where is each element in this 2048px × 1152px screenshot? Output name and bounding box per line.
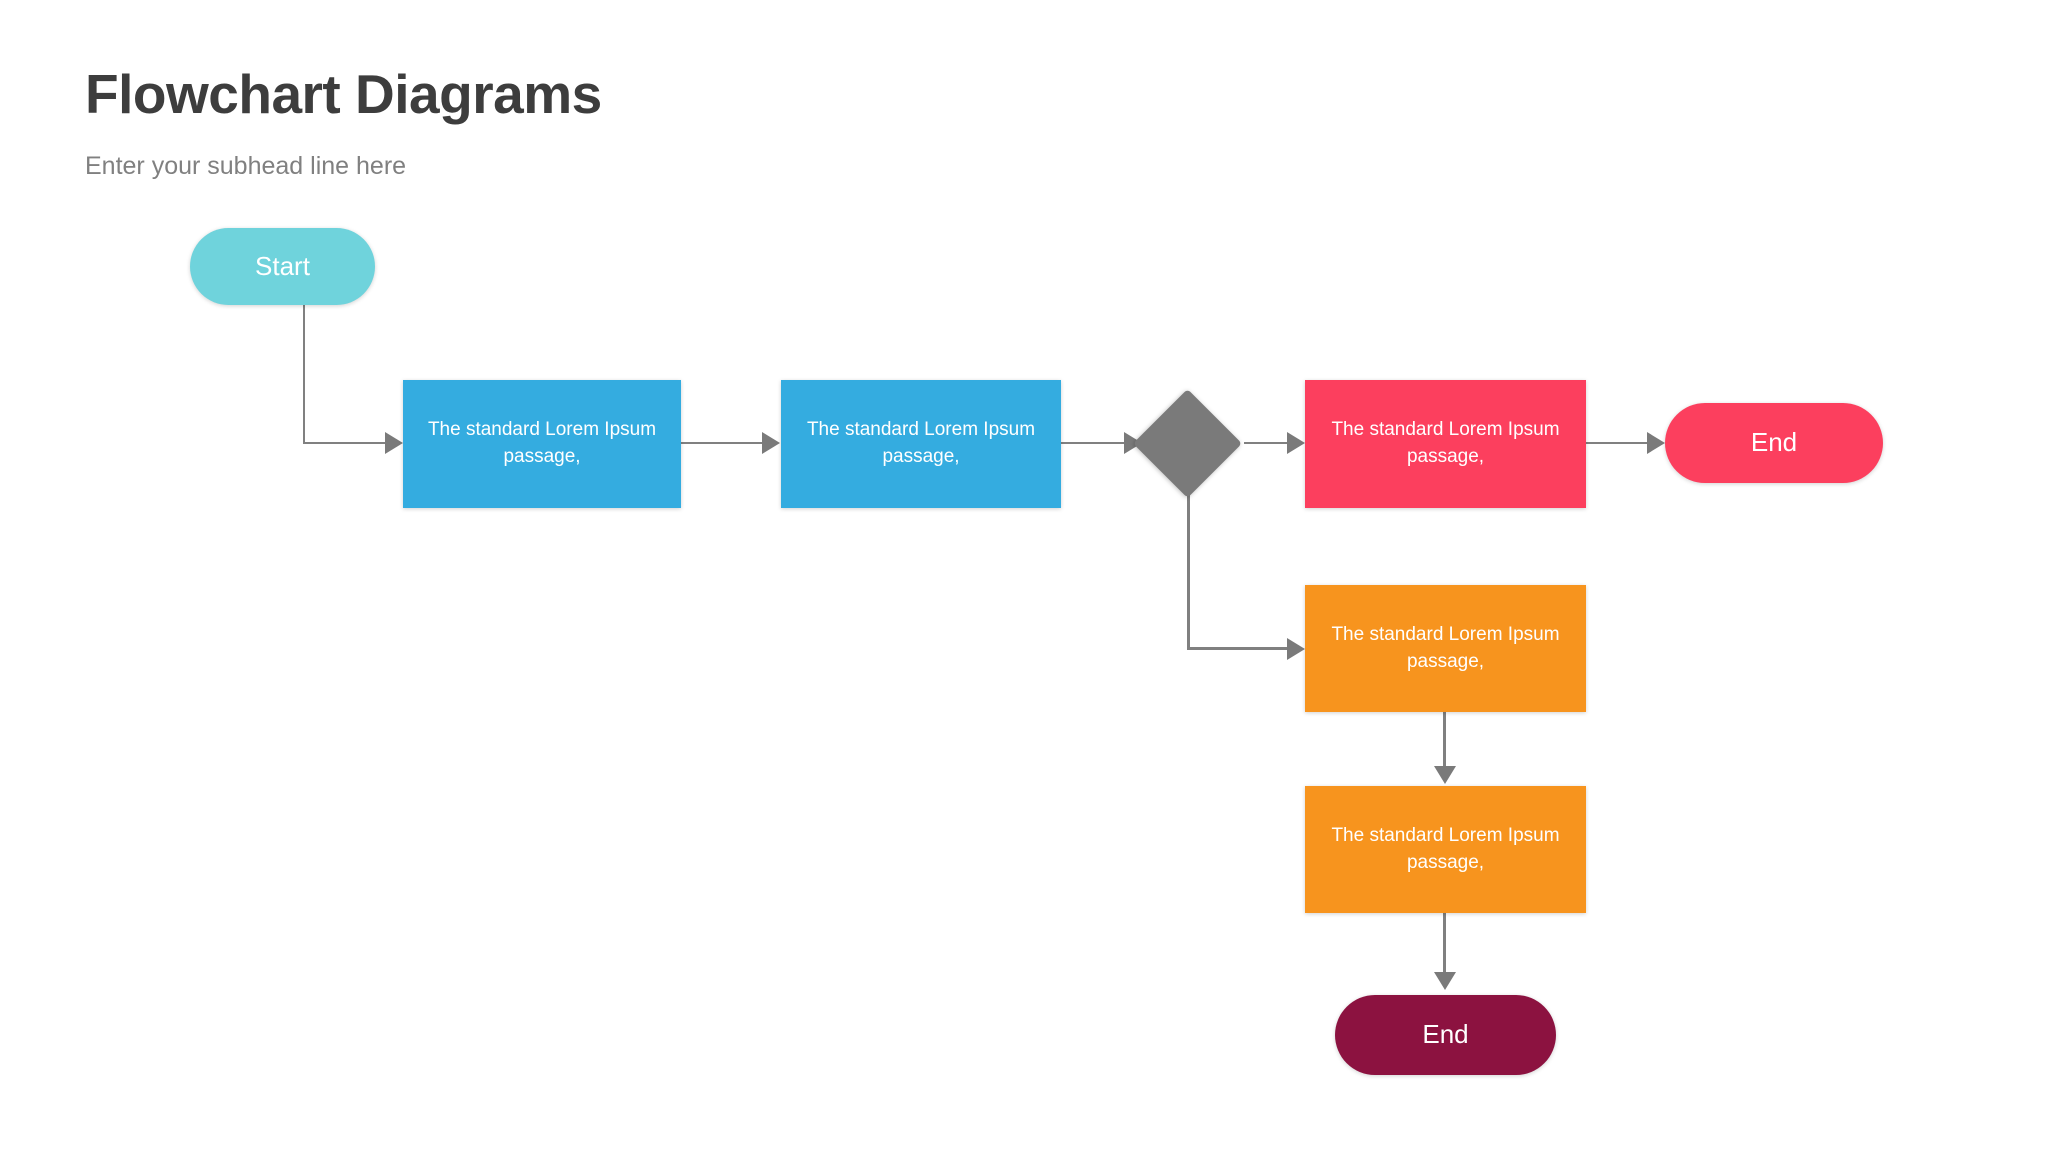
connector-start-to-proc1-vertical xyxy=(303,305,305,443)
connector-proc4-to-proc5 xyxy=(1443,712,1446,769)
node-process-4[interactable]: The standard Lorem Ipsum passage, xyxy=(1305,585,1586,712)
node-end-2-label: End xyxy=(1422,1019,1469,1050)
node-process-2-label: The standard Lorem Ipsum passage, xyxy=(806,419,1036,467)
node-decision[interactable] xyxy=(1133,389,1242,498)
page-title: Flowchart Diagrams xyxy=(85,63,602,125)
diamond-shape xyxy=(1133,389,1242,498)
arrowhead-decision-to-proc3 xyxy=(1287,432,1305,454)
connector-decision-to-proc3 xyxy=(1244,442,1287,444)
node-end-1-label: End xyxy=(1750,427,1798,458)
node-process-2[interactable]: The standard Lorem Ipsum passage, xyxy=(781,380,1061,508)
connector-start-to-proc1-horizontal xyxy=(303,442,385,444)
connector-proc5-to-end2 xyxy=(1443,913,1446,975)
page-subtitle: Enter your subhead line here xyxy=(85,152,407,180)
node-end-2[interactable]: End xyxy=(1335,995,1556,1075)
arrowhead-decision-to-proc4 xyxy=(1287,638,1305,660)
node-process-3-label: The standard Lorem Ipsum passage, xyxy=(1331,419,1560,467)
connector-proc1-to-proc2 xyxy=(680,442,762,444)
arrowhead-proc5-to-end2 xyxy=(1434,972,1456,990)
arrowhead-proc4-to-proc5 xyxy=(1434,766,1456,784)
node-process-1[interactable]: The standard Lorem Ipsum passage, xyxy=(403,380,681,508)
node-process-1-label: The standard Lorem Ipsum passage, xyxy=(427,419,657,467)
node-start[interactable]: Start xyxy=(190,228,375,305)
connector-proc2-to-decision xyxy=(1060,442,1128,444)
node-process-4-label: The standard Lorem Ipsum passage, xyxy=(1331,623,1560,672)
connector-decision-to-proc4-vertical xyxy=(1187,490,1190,649)
node-process-3[interactable]: The standard Lorem Ipsum passage, xyxy=(1305,380,1586,508)
node-process-5[interactable]: The standard Lorem Ipsum passage, xyxy=(1305,786,1586,913)
arrowhead-start-to-proc1 xyxy=(385,432,403,454)
connector-proc3-to-end1 xyxy=(1585,442,1647,444)
node-end-1[interactable]: End xyxy=(1665,403,1883,483)
arrowhead-proc3-to-end1 xyxy=(1647,432,1665,454)
connector-decision-to-proc4-horizontal xyxy=(1187,647,1287,650)
node-start-label: Start xyxy=(255,250,310,281)
arrowhead-proc1-to-proc2 xyxy=(762,432,780,454)
node-process-5-label: The standard Lorem Ipsum passage, xyxy=(1331,824,1560,873)
